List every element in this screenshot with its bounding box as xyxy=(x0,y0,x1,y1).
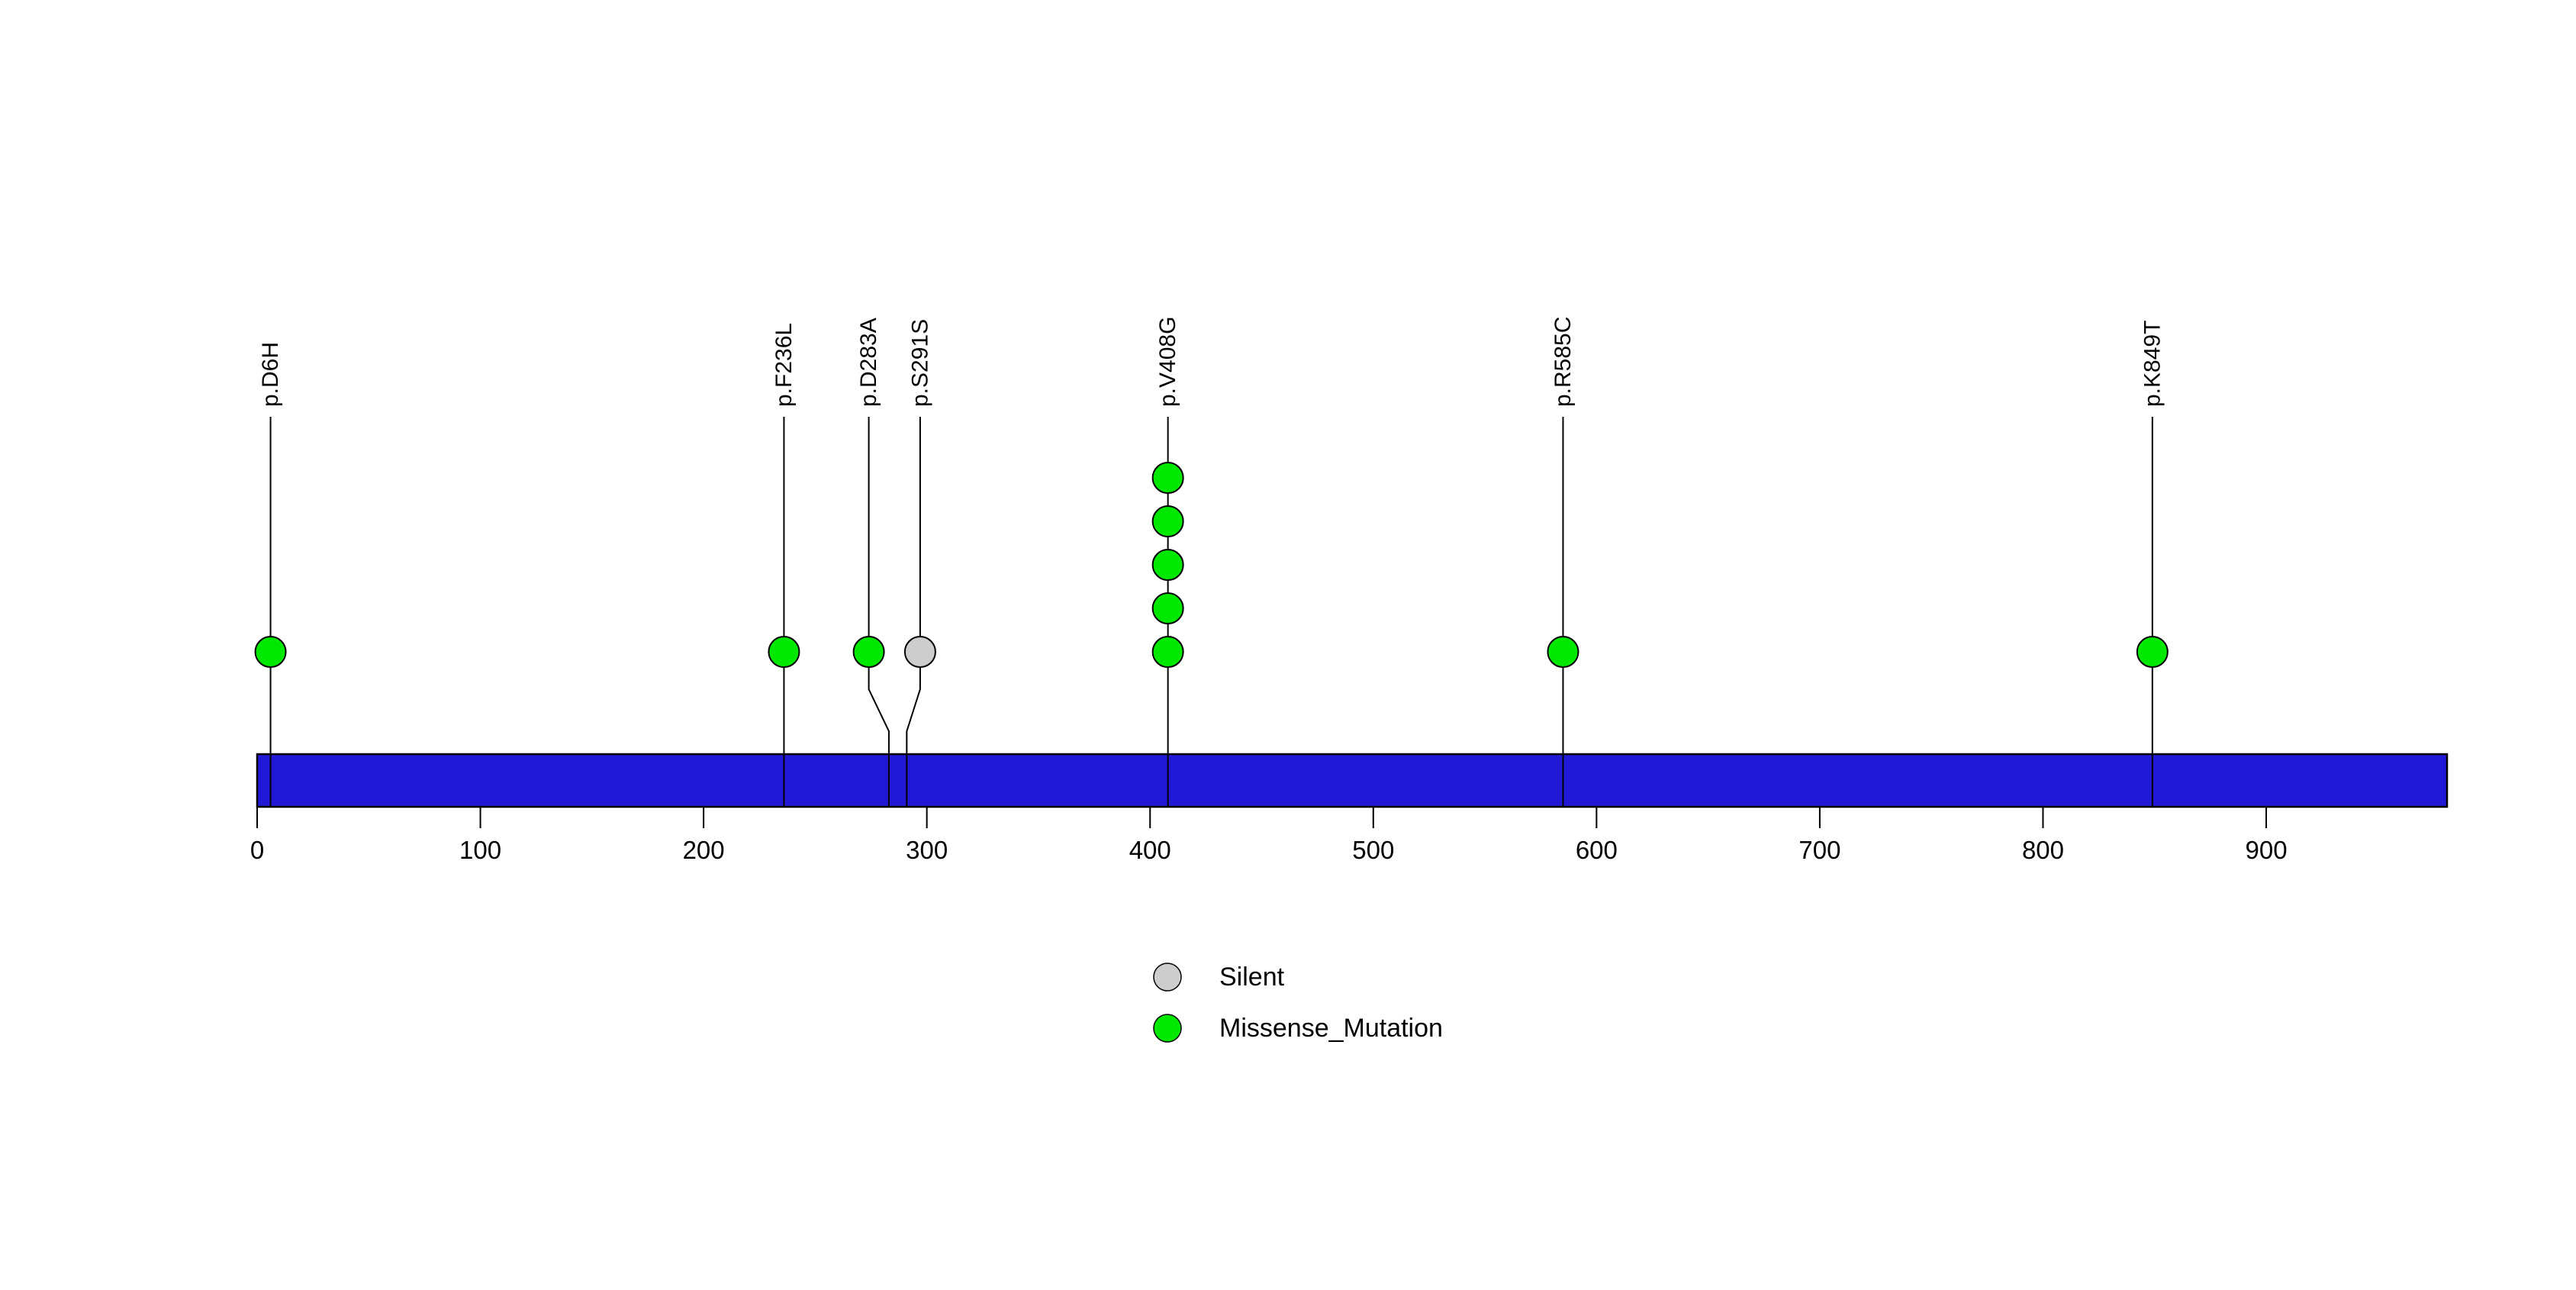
legend-label: Missense_Mutation xyxy=(1219,1014,1443,1043)
mutation-circle xyxy=(852,636,885,668)
axis-tick-label: 700 xyxy=(1798,836,1840,864)
mutation-circle xyxy=(1151,462,1184,494)
mutation-label: p.D283A xyxy=(856,318,881,407)
protein-bar xyxy=(256,753,2449,808)
mutation-label: p.F236L xyxy=(771,323,797,407)
mutation-circle xyxy=(768,636,800,668)
mutation-circle xyxy=(1547,636,1579,668)
mutation-stem xyxy=(906,417,921,807)
axis-tick-label: 200 xyxy=(683,836,725,864)
mutation-label: p.K849T xyxy=(2140,321,2165,407)
mutation-label: p.S291S xyxy=(907,319,932,407)
axis-tick-label: 900 xyxy=(2245,836,2287,864)
legend-label: Silent xyxy=(1219,963,1285,992)
mutation-circle xyxy=(1151,549,1184,581)
mutation-circle xyxy=(254,636,287,668)
mutation-label: p.D6H xyxy=(258,342,283,407)
mutation-circle xyxy=(2136,636,2169,668)
mutation-stem xyxy=(868,417,890,807)
axis-tick-label: 800 xyxy=(2022,836,2064,864)
legend-swatch-silent-icon xyxy=(1153,963,1182,992)
mutation-label: p.V408G xyxy=(1155,317,1180,407)
axis-tick-label: 0 xyxy=(250,836,264,864)
axis-tick-label: 100 xyxy=(459,836,501,864)
axis-tick-label: 500 xyxy=(1352,836,1394,864)
axis-tick-label: 400 xyxy=(1129,836,1171,864)
mutation-label: p.R585C xyxy=(1550,317,1576,407)
mutation-circle xyxy=(1151,505,1184,537)
mutation-circle xyxy=(903,636,936,668)
legend-swatch-missense_mutation-icon xyxy=(1153,1014,1182,1043)
mutation-circle xyxy=(1151,636,1184,668)
mutation-circle xyxy=(1151,592,1184,624)
axis-tick-label: 300 xyxy=(906,836,948,864)
axis-tick-label: 600 xyxy=(1576,836,1618,864)
